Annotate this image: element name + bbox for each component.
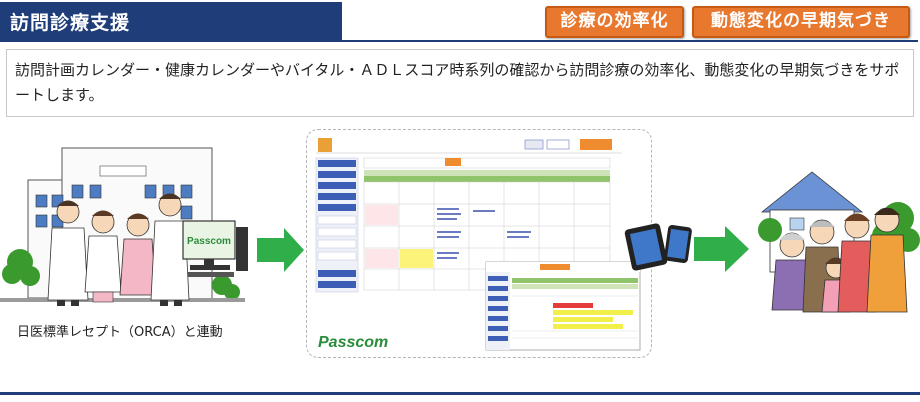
calendar-grid xyxy=(363,157,611,291)
computer-illustration: Passcom xyxy=(182,220,248,277)
title-underline xyxy=(0,40,918,42)
app-sidebar xyxy=(315,157,359,293)
family-illustration xyxy=(771,207,908,313)
badge-early-detection: 動態変化の早期気づき xyxy=(692,6,910,38)
badge-efficiency: 診療の効率化 xyxy=(545,6,684,38)
tablet-devices-illustration xyxy=(624,223,692,271)
section-title-bar: 訪問診療支援 xyxy=(0,2,342,42)
orca-caption: 日医標準レセプト（ORCA）と連動 xyxy=(17,325,223,340)
monitor-passcom-logo: Passcom xyxy=(187,236,231,247)
passcom-logo: Passcom xyxy=(318,334,388,351)
section-title: 訪問診療支援 xyxy=(10,12,131,34)
description-box: 訪問計画カレンダー・健康カレンダーやバイタル・ＡＤＬスコア時系列の確認から訪問診… xyxy=(6,49,914,117)
vitals-window xyxy=(485,261,641,351)
bottom-divider xyxy=(0,392,920,395)
arrow-right-icon xyxy=(694,226,749,272)
description-text: 訪問計画カレンダー・健康カレンダーやバイタル・ＡＤＬスコア時系列の確認から訪問診… xyxy=(15,61,900,104)
arrow-right-icon xyxy=(257,228,304,272)
medical-staff-illustration xyxy=(47,193,190,306)
